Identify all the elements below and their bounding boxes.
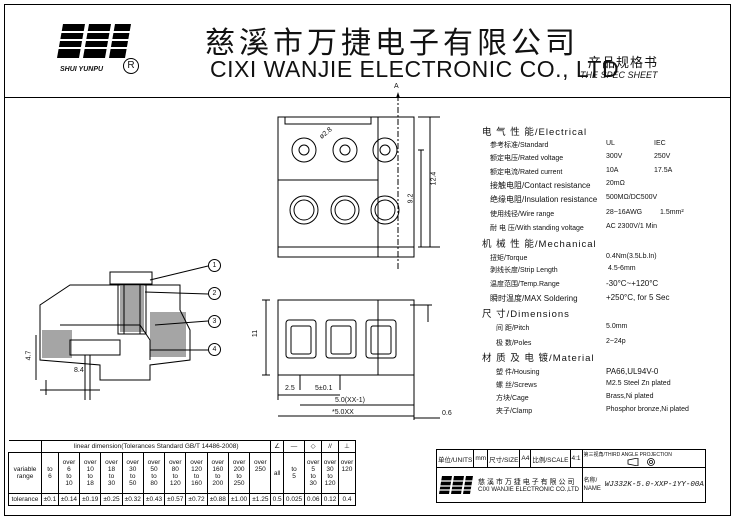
units-value: mm — [473, 449, 489, 468]
company-name-en: CIXI WANJIE ELECTRONIC CO., LTD — [210, 56, 620, 82]
units-label: 单位/UNITS — [435, 449, 475, 468]
dim-pitch-offset: 2.5 — [285, 385, 295, 392]
company-logo — [57, 24, 131, 58]
header-divider — [5, 97, 730, 98]
tolerance-table: linear dimension(Tolerances Standard GB/… — [8, 439, 357, 507]
dim-overall: *5.0XX — [332, 409, 354, 416]
part-name-cell: 名称/NAME WJ332K-5.0-XXP-1YY-00A — [581, 467, 706, 503]
sheet-title-cn: 产品规格书 — [588, 56, 659, 71]
footer-logo — [439, 476, 474, 494]
top-view-outline — [277, 116, 379, 248]
spec-max-soldering: 瞬时温度/MAX Soldering+250°C, for 5 Sec — [490, 293, 670, 303]
dim-pitch: 5±0.1 — [315, 385, 333, 392]
company-name-cn: 慈溪市万捷电子有限公司 — [205, 26, 579, 61]
scale-value: 4:1 — [569, 449, 583, 468]
dim-9-2: 9.2 — [407, 193, 415, 204]
size-value: A4 — [519, 449, 532, 468]
spec-temp-range: 温度范围/Temp.Range-30°C~+120°C — [490, 279, 659, 288]
variable-range-label: variable range — [8, 452, 42, 494]
mechanical-title: 机 械 性 能/Mechanical — [482, 239, 597, 250]
company-footer: 慈 溪 市 万 捷 电 子 有 限 公 司 CIXI WANJIE ELECTR… — [436, 467, 583, 503]
electrical-title: 电 气 性 能/Electrical — [482, 127, 588, 138]
projection-symbol — [627, 458, 655, 466]
dimensions-title: 尺 寸/Dimensions — [482, 309, 570, 320]
projection-label: 第三视角/THIRD ANGLE PROJECTION — [581, 449, 706, 468]
spec-sheet — [4, 4, 731, 516]
section-marker: A — [394, 83, 399, 90]
registered-mark: R — [123, 58, 139, 74]
all-label: all — [270, 452, 284, 494]
dim-8-4: 8.4 — [74, 367, 84, 374]
callout-3: 3 — [208, 315, 221, 328]
scale-label: 比例/SCALE — [530, 449, 571, 468]
logo-text: SHUI YUNPU — [60, 66, 104, 73]
callout-4: 4 — [208, 343, 221, 356]
callout-2: 2 — [208, 287, 221, 300]
dim-12-4: 12.4 — [430, 171, 438, 186]
size-label: 尺寸/SIZE — [487, 449, 521, 468]
tolerance-title: linear dimension(Tolerances Standard GB/… — [40, 439, 272, 454]
part-number: WJ332K-5.0-XXP-1YY-00A — [604, 481, 704, 489]
title-block: 单位/UNITS mm 尺寸/SIZE A4 比例/SCALE 4:1 第三视角… — [435, 449, 706, 503]
dim-11: 11 — [252, 329, 260, 338]
footer-company-cn: 慈 溪 市 万 捷 电 子 有 限 公 司 — [478, 479, 575, 486]
side-section-outline — [39, 284, 191, 381]
tolerance-label: tolerance — [8, 492, 42, 507]
callout-1: 1 — [208, 259, 221, 272]
dim-total: 5.0(XX-1) — [335, 397, 365, 404]
dim-0-6: 0.6 — [442, 410, 452, 417]
material-title: 材 质 及 电 镀/Material — [482, 353, 595, 364]
dim-4-7: 4.7 — [25, 350, 33, 361]
sheet-title-en: THE SPEC SHEET — [580, 70, 658, 80]
footer-company-en: CIXI WANJIE ELECTRONIC CO.,LTD — [478, 487, 580, 493]
